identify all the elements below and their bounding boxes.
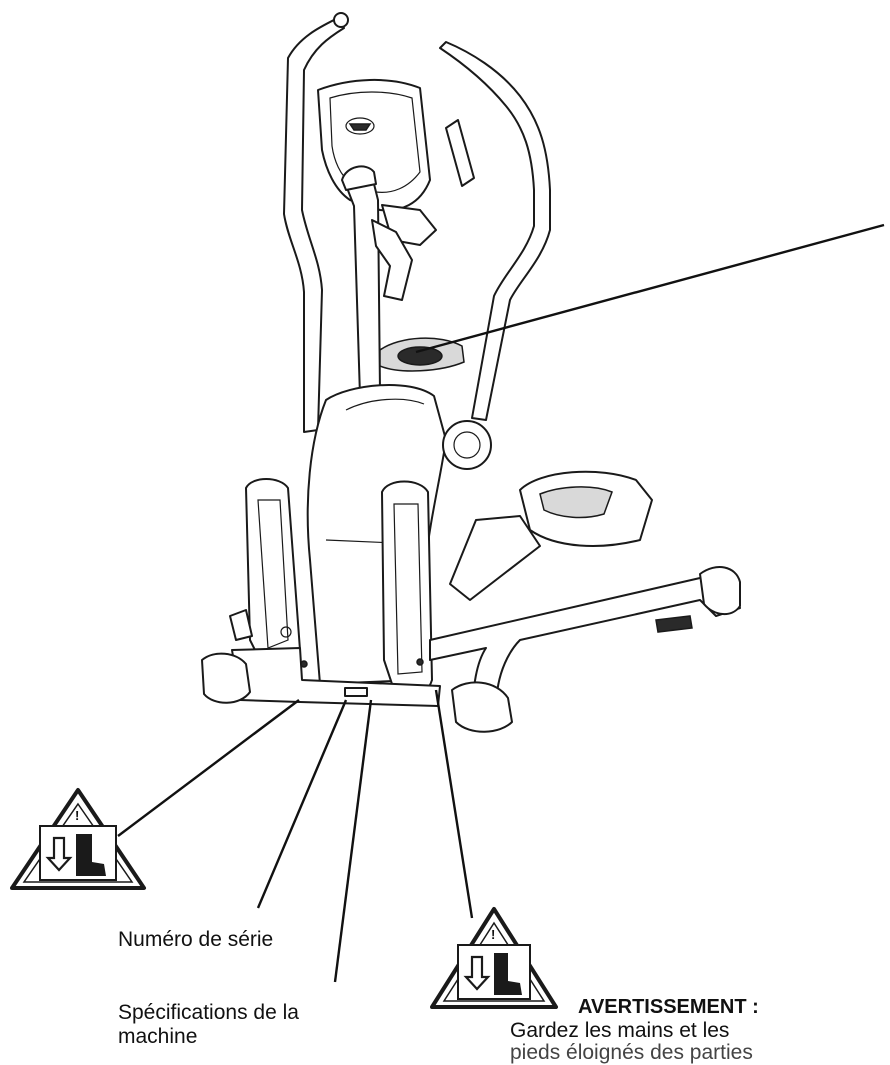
- warning-mark: !: [491, 927, 495, 942]
- machine-illustration: [201, 12, 741, 733]
- base-rear-bar: [231, 647, 441, 707]
- machine-specs-label-line2: machine: [118, 1025, 198, 1048]
- leader-warning-right: [434, 689, 474, 919]
- serial-number-label: Numéro de série: [118, 928, 274, 951]
- accessory-tube: [445, 119, 475, 187]
- leader-flywheel: [415, 223, 885, 354]
- foot-crush-icon: [463, 955, 491, 991]
- warning-sign-left: !: [10, 788, 146, 890]
- warning-mark: !: [75, 808, 79, 823]
- foot-crush-icon: [45, 836, 73, 872]
- machine-specs-label: Spécifications de la machine: [118, 1001, 299, 1049]
- leader-lines: [117, 223, 885, 983]
- leader-serial: [256, 699, 348, 909]
- right-handlebar: [439, 41, 551, 421]
- warning-body: Gardez les mains et les: [510, 1019, 730, 1042]
- left-handle-cap: [333, 12, 349, 28]
- leader-specs: [333, 699, 373, 983]
- center-mast: [343, 175, 381, 397]
- warning-title: AVERTISSEMENT :: [578, 996, 759, 1018]
- warning-sign-right: !: [430, 907, 558, 1009]
- left-handlebar: [283, 17, 345, 433]
- machine-specs-label-line1: Spécifications de la: [118, 1001, 299, 1024]
- leader-warning-left: [117, 699, 300, 837]
- warning-body-line2: pieds éloignés des parties: [510, 1041, 753, 1064]
